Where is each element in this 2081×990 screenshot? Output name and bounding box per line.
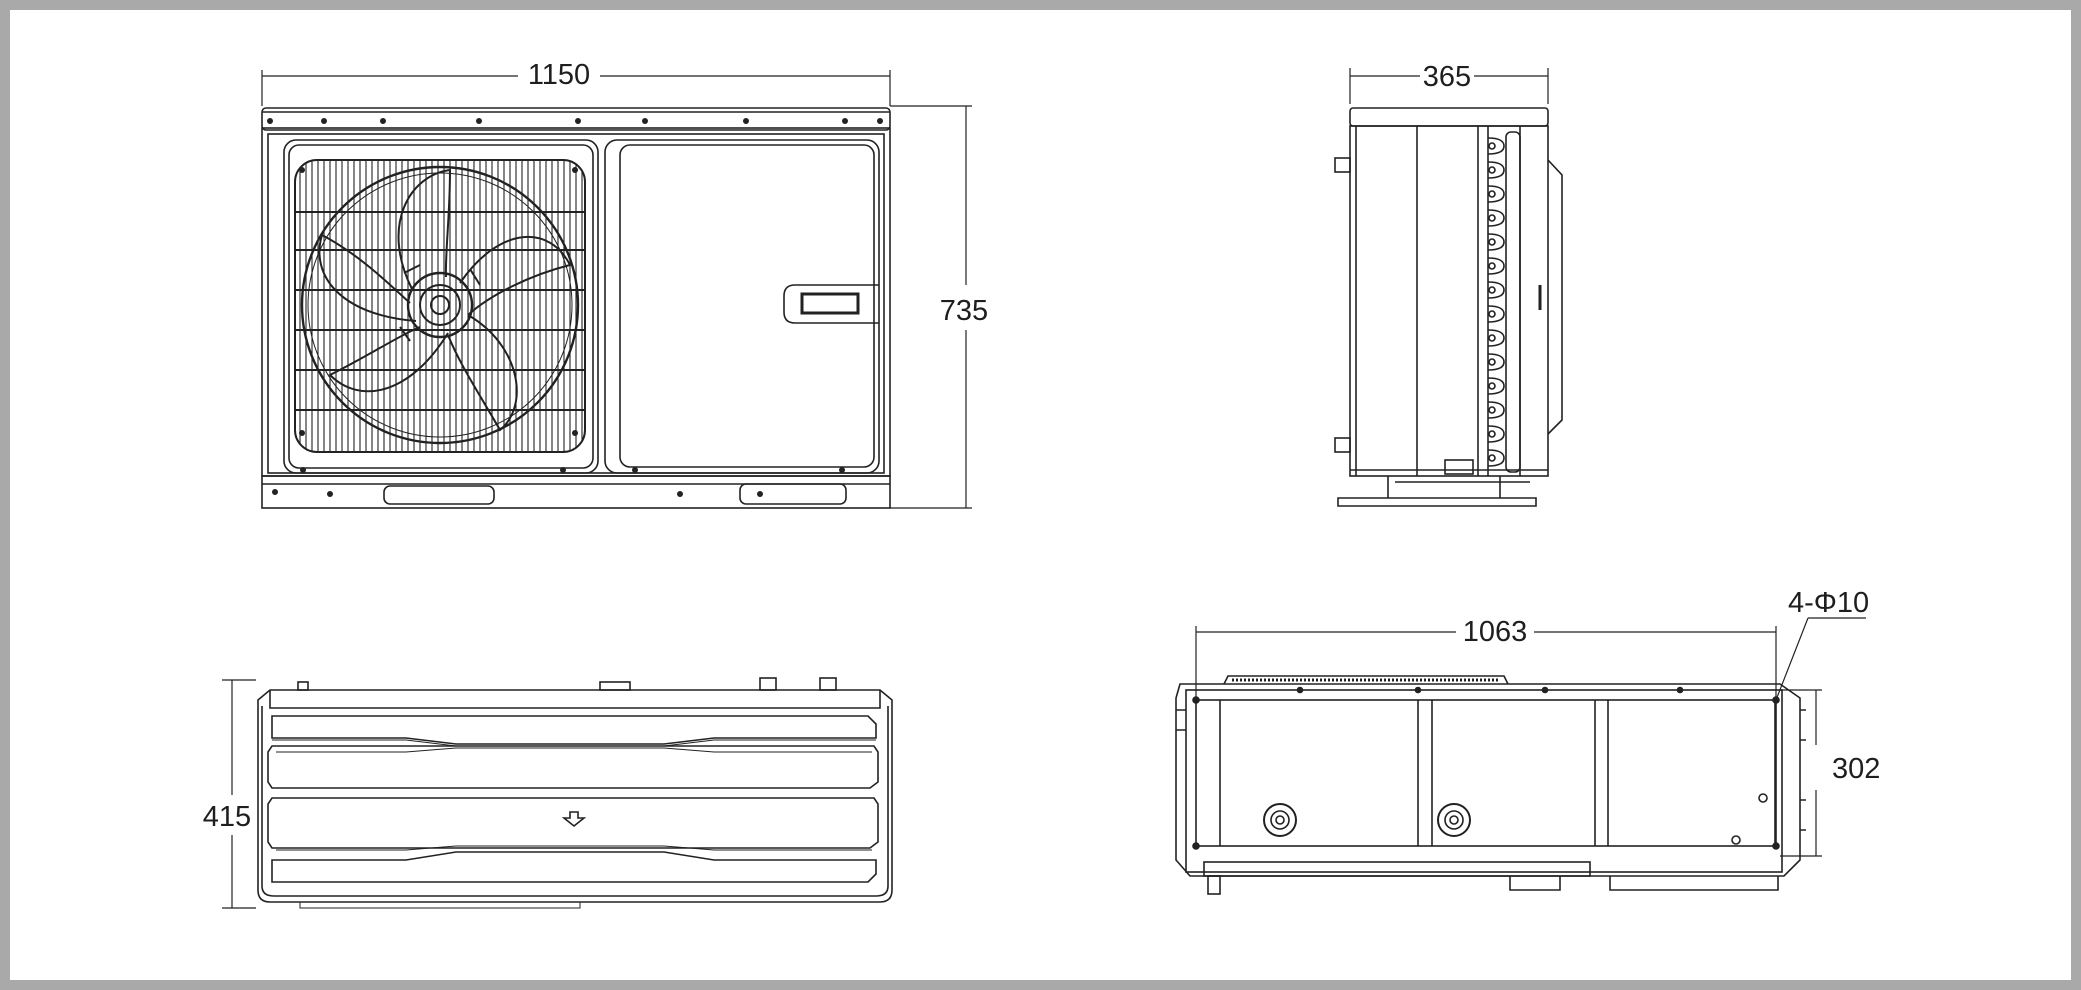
front-height-label: 735 <box>940 295 988 327</box>
mounting-hole-label: 4-Φ10 <box>1788 587 1869 619</box>
drawing-sheet: 1150 735 365 <box>10 10 2071 980</box>
base-spacing-label: 1063 <box>1463 616 1528 648</box>
front-width-dim <box>261 70 891 106</box>
base-view <box>1175 675 1806 895</box>
base-depth-label: 302 <box>1832 753 1880 785</box>
base-depth-dim <box>1780 689 1822 857</box>
fan-grille <box>295 160 585 452</box>
side-view <box>1334 107 1563 507</box>
top-view <box>257 677 893 909</box>
side-depth-label: 365 <box>1423 61 1471 93</box>
top-depth-label: 415 <box>203 801 251 833</box>
front-width-label: 1150 <box>528 59 590 91</box>
front-height-dim <box>890 105 972 509</box>
side-coil <box>1487 137 1505 467</box>
base-spacing-dim <box>1195 626 1777 698</box>
mounting-hole-leader <box>1775 617 1866 701</box>
top-depth-dim <box>222 679 256 909</box>
front-screws <box>267 118 883 497</box>
fan-blades <box>318 168 572 432</box>
side-depth-dim <box>1349 68 1549 104</box>
front-view <box>261 107 891 509</box>
